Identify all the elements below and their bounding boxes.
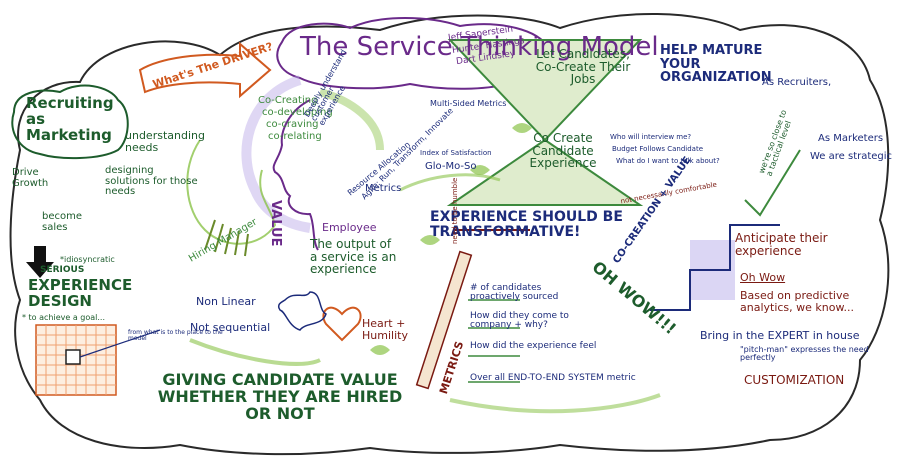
co-craving: co-craving [266, 119, 319, 130]
co-relating: co-relating [268, 131, 322, 142]
glo-mo-so: Glo-Mo-So [425, 161, 477, 172]
overall-metric: Over all END-TO-END SYSTEM metric [470, 373, 636, 383]
output-service: The output of a service is an experience [310, 237, 397, 277]
heart-humility: Heart + Humility [362, 317, 408, 342]
achieve-goal: * to achieve a goal... [22, 313, 106, 322]
employee-label: Employee [322, 221, 377, 234]
predictive-analytics: Based on predictive analytics, we know..… [740, 289, 854, 314]
upper-triangle [447, 39, 643, 142]
not-sequential: Not sequential [190, 321, 271, 334]
splotch [277, 291, 327, 331]
giving-candidate-value: GIVING CANDIDATE VALUE WHETHER THEY ARE … [157, 370, 403, 423]
multi-sided-metrics: Multi-Sided Metrics [430, 99, 507, 108]
who-will-interview: Who will interview me? [610, 133, 692, 141]
help-mature: HELP MATURE YOUR ORGANIZATION [660, 43, 772, 86]
recruiting-cloud [11, 84, 129, 160]
experience-design: EXPERIENCE DESIGN [28, 276, 133, 310]
idiosyncratic: *idiosyncratic [60, 255, 115, 264]
co-create-candidate: Co Create Candidate Experience [529, 131, 597, 171]
need-humble: need to be humble [451, 177, 459, 244]
understanding-needs: understanding needs [125, 129, 205, 154]
customization: CUSTOMIZATION [744, 373, 845, 387]
oh-wow-small: Oh Wow [740, 271, 786, 284]
down-arrow [26, 246, 54, 278]
serious-label: SERIOUS [40, 265, 85, 275]
let-candidates: Let Candidates, Co-Create Their Jobs [535, 47, 631, 87]
metrics-center: Metrics [365, 183, 402, 194]
we-are-strategic: We are strategic [810, 151, 893, 162]
heart-shape [322, 306, 362, 342]
pitchman: "pitch-man" expresses the need perfectly [740, 345, 869, 363]
grid-note: from what is to the place to the model [128, 329, 223, 343]
hiring-manager-head [186, 139, 277, 245]
orange-grid [35, 324, 117, 396]
how-come: How did they come to company + why? [470, 311, 569, 331]
as-recruiters: As Recruiters, [762, 77, 832, 88]
cloud-outline [9, 13, 890, 456]
non-linear: Non Linear [196, 295, 256, 308]
driver-arrow-shape [138, 41, 272, 99]
face-profile [272, 99, 319, 251]
recruiting-as-marketing: Recruiting as Marketing [26, 94, 114, 144]
what-talk-about: What do I want to talk about? [616, 157, 720, 165]
staircase [650, 224, 780, 311]
designing-solutions: designing solutions for those needs [105, 165, 198, 197]
lower-triangle [446, 138, 644, 206]
co-developing: co-developing [262, 107, 333, 118]
as-marketers: As Marketers [818, 133, 884, 144]
page-title: The Service Thinking Model [300, 32, 659, 62]
index-of-satisfaction: Index of Satisfaction [420, 149, 492, 157]
drive-growth: Drive Growth [12, 167, 49, 189]
anticipate-experience: Anticipate their experience [735, 231, 828, 258]
become-sales: become sales [42, 211, 83, 233]
value-label: VALUE [268, 200, 283, 247]
budget-follows: Budget Follows Candidate [612, 145, 704, 153]
bring-expert: Bring in the EXPERT in house [700, 329, 860, 342]
co-creating: Co-Creating [258, 95, 318, 106]
how-feel: How did the experience feel [470, 341, 597, 351]
experience-transformative: EXPERIENCE SHOULD BE TRANSFORMATIVE! [430, 209, 623, 240]
metrics-ruler [415, 250, 473, 390]
candidates-sourced: # of candidates proactively sourced [470, 283, 559, 303]
